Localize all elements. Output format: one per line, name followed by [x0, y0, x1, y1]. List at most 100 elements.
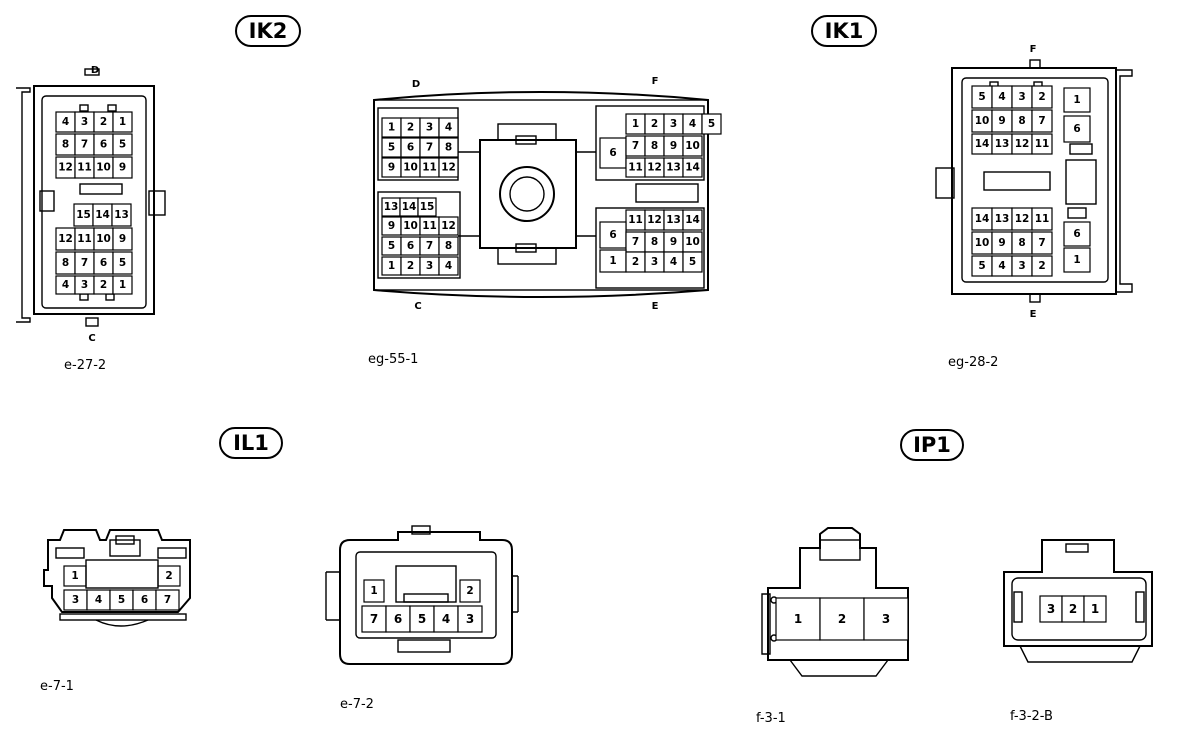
key-tab [1029, 59, 1041, 69]
housing-inner [373, 99, 709, 291]
pin-cell [682, 209, 703, 231]
pin-cell [701, 113, 722, 135]
pin-number: 2 [632, 256, 639, 268]
housing-inner [41, 95, 147, 309]
pin-number: 4 [62, 279, 69, 291]
locator [1067, 207, 1087, 219]
pin-cell [363, 579, 385, 603]
pin-number: 10 [975, 115, 990, 127]
pin-cell [438, 216, 459, 236]
pin-number: 6 [407, 240, 414, 252]
pin-number: 5 [388, 240, 395, 252]
pin-cell [438, 137, 459, 158]
key-tab [1029, 293, 1041, 303]
pin-number: 12 [441, 220, 456, 232]
connector-side-label: D [91, 65, 99, 76]
pin-number: 13 [384, 201, 399, 213]
pin-cell [819, 597, 865, 641]
pin-number: 13 [666, 214, 681, 226]
pin-number: 11 [422, 220, 437, 232]
pin-number: 12 [647, 214, 662, 226]
pin-number: 5 [119, 257, 126, 269]
pin-number: 2 [1069, 602, 1077, 616]
pin-number: 1 [632, 118, 639, 130]
pin-cell [112, 227, 133, 251]
pin-number: 8 [1018, 115, 1025, 127]
pin-number: 7 [164, 594, 171, 606]
connector-title-badge [235, 15, 301, 47]
pin-number: 7 [426, 240, 433, 252]
pin-number: 13 [995, 138, 1010, 150]
pin-number: 12 [58, 162, 73, 174]
pin-cell [1031, 207, 1053, 231]
pin-number: 6 [100, 257, 107, 269]
pin-number: 7 [632, 236, 639, 248]
housing-outline [1003, 539, 1153, 647]
pin-number: 10 [685, 140, 700, 152]
diagram-caption: f-3-2-B [1010, 709, 1053, 724]
pin-number: 4 [998, 91, 1005, 103]
pin-number: 1 [388, 260, 395, 272]
pin-number: 2 [1038, 91, 1045, 103]
pin-number: 3 [466, 612, 474, 626]
guide-post [107, 104, 117, 112]
pin-number: 3 [651, 256, 658, 268]
pin-number: 11 [422, 162, 437, 174]
rail [397, 639, 451, 653]
housing-inner [1011, 577, 1147, 641]
pin-number: 8 [445, 142, 452, 154]
pin-number: 9 [998, 115, 1005, 127]
pin-cell [112, 111, 133, 133]
connector-title: IK1 [825, 19, 864, 43]
pin-cell [1031, 255, 1053, 277]
pin-number: 12 [647, 162, 662, 174]
pin-number: 1 [1073, 254, 1080, 266]
pin-number: 9 [670, 140, 677, 152]
housing-outline [458, 151, 596, 237]
pin-number: 10 [96, 233, 111, 245]
pin-number: 3 [1018, 260, 1025, 272]
diagram-caption: f-3-1 [756, 711, 786, 726]
pin-number: 1 [1091, 602, 1099, 616]
pin-number: 6 [407, 142, 414, 154]
connector-side-label: F [1030, 44, 1037, 55]
guide-post [79, 293, 89, 301]
pin-number: 7 [370, 612, 378, 626]
pin-number: 6 [141, 594, 148, 606]
pin-cell [1083, 595, 1107, 623]
rib [55, 547, 85, 559]
lock-tab [109, 539, 141, 557]
pin-cell [775, 597, 821, 641]
pin-number: 9 [119, 162, 126, 174]
lock-tab [497, 123, 557, 141]
pin-block [377, 191, 461, 279]
pin-number: 10 [403, 162, 418, 174]
housing-outline [33, 85, 155, 315]
pin-number: 8 [651, 236, 658, 248]
pin-number: 1 [71, 570, 78, 582]
pin-number: 5 [978, 91, 985, 103]
pin-number: 6 [1073, 123, 1080, 135]
connector-side-label: C [88, 333, 95, 344]
pin-cell [1063, 221, 1091, 247]
pin-number: 3 [81, 279, 88, 291]
pin-number: 8 [62, 139, 69, 151]
diagram-caption: e-27-2 [64, 358, 106, 373]
housing-outline [339, 531, 513, 665]
pin-number: 2 [466, 585, 473, 597]
rib [1135, 591, 1145, 623]
pin-number: 5 [388, 142, 395, 154]
lock-slot [515, 243, 537, 253]
connector-side-label: E [652, 301, 659, 312]
pin-number: 1 [119, 116, 126, 128]
pin-cell [112, 251, 133, 275]
pin-number: 2 [100, 116, 107, 128]
pin-number: 5 [708, 118, 715, 130]
pin-number: 12 [441, 162, 456, 174]
pin-number: 7 [1038, 237, 1045, 249]
pin-number: 8 [1018, 237, 1025, 249]
pin-number: 8 [62, 257, 69, 269]
center-slot [403, 593, 449, 603]
pin-number: 4 [670, 256, 677, 268]
